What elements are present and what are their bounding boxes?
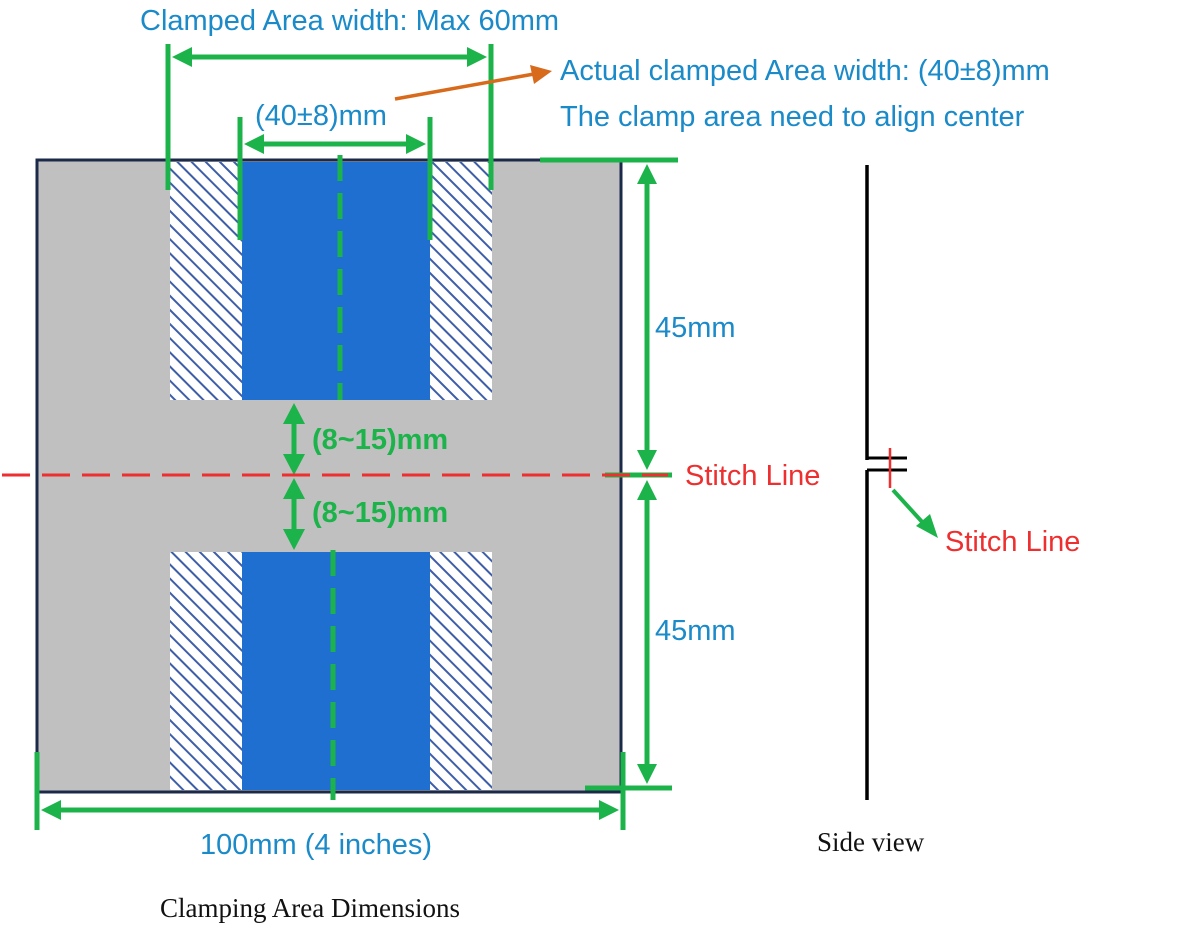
inner-width-dimension [237, 117, 433, 240]
caption: Clamping Area Dimensions [160, 893, 460, 923]
bottom-clamp-jaw [242, 552, 430, 790]
side-view-drawing [865, 165, 938, 800]
side-view-label: Side view [817, 827, 925, 857]
stitch-line-side-label: Stitch Line [945, 526, 1080, 558]
gap-bottom-label: (8~15)mm [312, 497, 448, 529]
gap-top-label: (8~15)mm [312, 424, 448, 456]
top-clamp-jaw [242, 162, 430, 400]
pointer-arrow [394, 65, 552, 101]
inner-width-label: (40±8)mm [255, 100, 387, 132]
align-center-label: The clamp area need to align center [560, 101, 1025, 133]
top-clamp-hatch-right [430, 162, 492, 400]
bottom-clamp-hatch-right [430, 552, 492, 790]
top-clamp-area [170, 162, 492, 400]
height-top-label: 45mm [655, 312, 736, 344]
actual-width-label: Actual clamped Area width: (40±8)mm [560, 55, 1050, 87]
clamped-max-label: Clamped Area width: Max 60mm [140, 5, 559, 37]
height-bottom-label: 45mm [655, 615, 736, 647]
bottom-clamp-hatch-left [170, 552, 242, 790]
max-width-dimension [165, 44, 494, 190]
stitch-line-label: Stitch Line [685, 460, 820, 492]
height-dimension [540, 157, 678, 791]
gap-dimension [283, 403, 305, 550]
bottom-clamp-area [170, 552, 492, 790]
bottom-width-label: 100mm (4 inches) [200, 829, 432, 861]
bottom-width-dimension [34, 752, 626, 830]
top-clamp-hatch-left [170, 162, 242, 400]
